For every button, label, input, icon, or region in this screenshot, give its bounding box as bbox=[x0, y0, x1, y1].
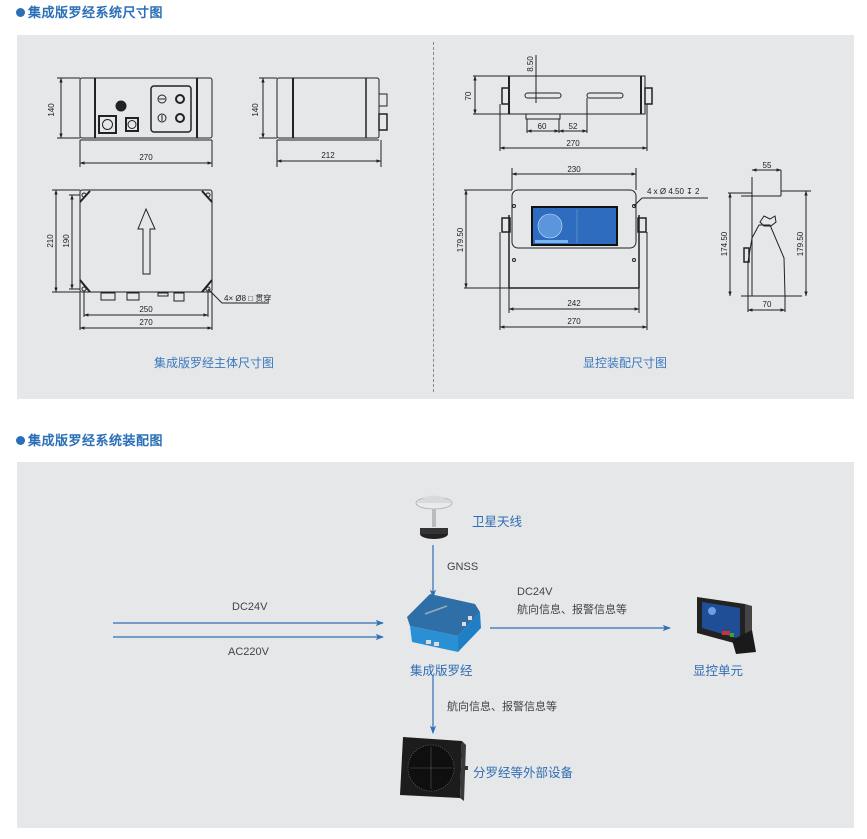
dim-main-hole-note: 4× Ø8 □ 贯穿 bbox=[224, 293, 271, 303]
bullet-icon bbox=[16, 436, 25, 445]
dim-main-side-width: 212 bbox=[321, 151, 335, 160]
assembly-diagram bbox=[113, 495, 756, 801]
dim-display-slot-offset: 8.50 bbox=[526, 56, 535, 72]
dim-main-front-height: 140 bbox=[47, 103, 56, 117]
display-top-view bbox=[473, 55, 653, 151]
ac220v-input-label: AC220V bbox=[228, 646, 269, 658]
dim-display-side-top-width: 55 bbox=[763, 161, 772, 170]
dim-display-hole-note: 4 x Ø 4.50 ↧ 2 bbox=[647, 187, 700, 196]
display-unit-image bbox=[697, 597, 756, 654]
assembly-panel: 卫星天线 GNSS DC24V AC220V 集成版罗经 DC24V 航向信息、… bbox=[17, 462, 854, 828]
to-display-line2: 航向信息、报警信息等 bbox=[517, 604, 627, 616]
dim-display-front-top-width: 230 bbox=[567, 165, 581, 174]
display-front-view bbox=[464, 168, 708, 330]
to-display-line1: DC24V bbox=[517, 586, 553, 598]
dim-display-top-height: 70 bbox=[464, 91, 473, 100]
caption-main-body: 集成版罗经主体尺寸图 bbox=[154, 356, 275, 370]
section-title-assembly: 集成版罗经系统装配图 bbox=[16, 430, 163, 449]
dimension-panel: 140 270 140 212 210 190 250 270 4× Ø8 □ … bbox=[17, 35, 854, 399]
to-external-label: 航向信息、报警信息等 bbox=[447, 701, 557, 713]
main-front-view bbox=[57, 77, 213, 167]
display-unit-label: 显控单元 bbox=[693, 663, 744, 678]
section-title-text: 集成版罗经系统尺寸图 bbox=[28, 6, 164, 21]
bullet-icon bbox=[16, 8, 25, 17]
repeater-compass-image bbox=[400, 737, 468, 801]
dim-display-side-height-left: 174.50 bbox=[720, 231, 729, 256]
main-top-view bbox=[52, 189, 269, 330]
display-screen-image bbox=[531, 206, 618, 246]
dim-main-front-width: 270 bbox=[139, 153, 153, 162]
dim-display-front-inner-width: 242 bbox=[567, 299, 581, 308]
satellite-antenna-image bbox=[415, 495, 453, 539]
section-title-dimensions: 集成版罗经系统尺寸图 bbox=[16, 2, 163, 21]
dc24v-input-label: DC24V bbox=[232, 601, 268, 613]
dim-main-top-inner-height: 190 bbox=[62, 234, 71, 248]
dim-display-side-bottom-width: 70 bbox=[763, 300, 772, 309]
dim-display-slot-gap: 52 bbox=[569, 122, 578, 131]
antenna-label: 卫星天线 bbox=[472, 514, 523, 529]
display-side-view bbox=[728, 168, 811, 312]
dim-main-side-height: 140 bbox=[251, 103, 260, 117]
dim-display-front-width: 270 bbox=[567, 317, 581, 326]
dim-display-front-height: 179.50 bbox=[456, 227, 465, 252]
main-side-view bbox=[259, 77, 388, 167]
dim-main-top-outer-height: 210 bbox=[46, 234, 55, 248]
integrated-compass-image bbox=[407, 594, 481, 652]
panel-divider bbox=[433, 42, 434, 392]
compass-label: 集成版罗经 bbox=[410, 663, 473, 678]
dimension-drawings: 140 270 140 212 210 190 250 270 4× Ø8 □ … bbox=[46, 55, 811, 330]
caption-display-mount: 显控装配尺寸图 bbox=[583, 356, 668, 370]
dim-display-slot-len: 60 bbox=[538, 122, 547, 131]
dim-main-top-width: 270 bbox=[139, 318, 153, 327]
dim-display-side-height-right: 179.50 bbox=[796, 231, 805, 256]
external-device-label: 分罗经等外部设备 bbox=[473, 765, 574, 780]
dim-main-top-hole-span: 250 bbox=[139, 305, 153, 314]
section-title-text: 集成版罗经系统装配图 bbox=[28, 434, 164, 449]
dim-display-top-width: 270 bbox=[566, 139, 580, 148]
gnss-label: GNSS bbox=[447, 561, 479, 573]
